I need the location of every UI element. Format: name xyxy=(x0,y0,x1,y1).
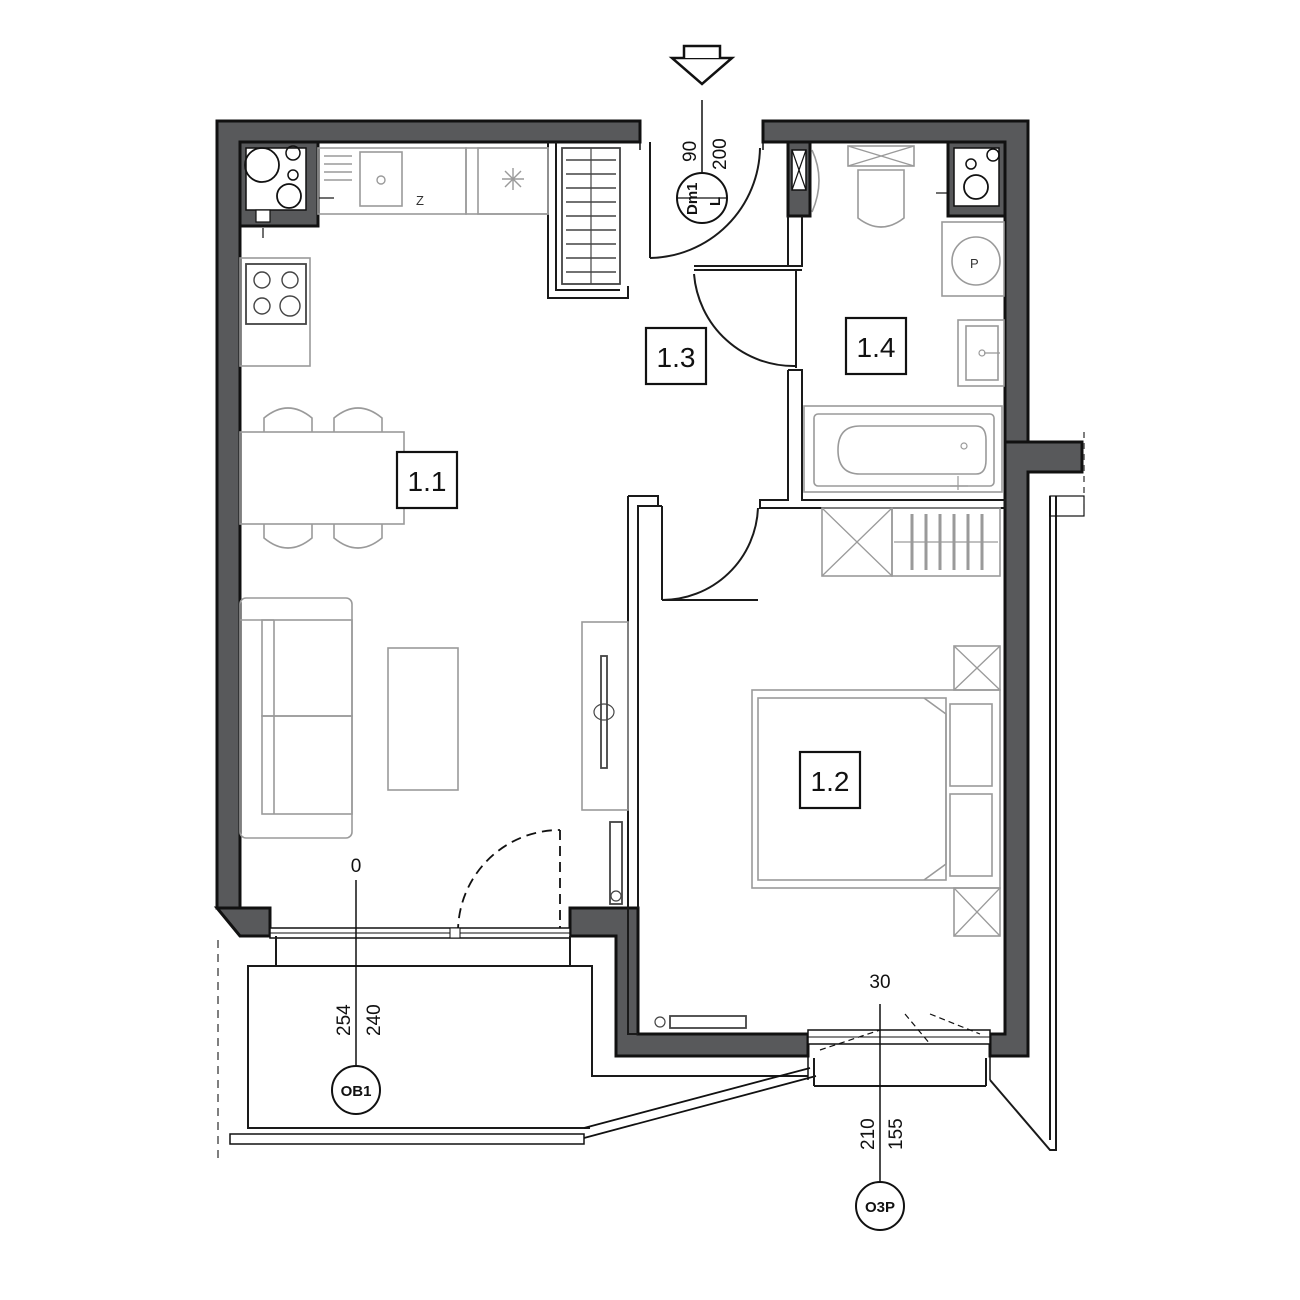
balcony-door-swing[interactable] xyxy=(457,829,561,935)
bedroom-door[interactable] xyxy=(661,507,759,602)
room-label-1-3: 1.3 xyxy=(644,326,708,386)
bathroom-door[interactable] xyxy=(693,270,797,368)
svg-text:L: L xyxy=(707,197,724,206)
bedroom-wardrobe xyxy=(821,507,1001,577)
dining-table xyxy=(239,407,405,549)
wall-bottom-left xyxy=(213,906,272,938)
double-bed xyxy=(751,645,1001,937)
svg-text:1.3: 1.3 xyxy=(657,342,696,373)
balcony-door-frame xyxy=(269,927,571,939)
svg-text:254: 254 xyxy=(334,1004,355,1036)
cooktop xyxy=(239,257,311,367)
svg-text:1.2: 1.2 xyxy=(811,766,850,797)
svg-text:155: 155 xyxy=(886,1118,907,1150)
svg-text:Dm1: Dm1 xyxy=(684,182,701,215)
window-annotation: 30 155 210 O3P xyxy=(855,972,907,1231)
fridge-mark: Z xyxy=(416,193,424,208)
tv-stand xyxy=(581,621,629,811)
dishwasher-icon xyxy=(502,168,524,190)
wardrobe-hall xyxy=(561,147,621,285)
coffee-table xyxy=(387,647,459,791)
svg-text:0: 0 xyxy=(351,856,362,877)
svg-text:200: 200 xyxy=(710,138,731,170)
room-label-1-2: 1.2 xyxy=(798,750,862,810)
wall-right-stub xyxy=(988,440,1084,1058)
svg-text:1.4: 1.4 xyxy=(857,332,896,363)
washer-mark: P xyxy=(970,256,979,271)
room-label-1-4: 1.4 xyxy=(844,316,908,376)
radiator-bedroom xyxy=(654,1015,747,1029)
radiator-living xyxy=(609,821,623,905)
entrance-arrow-icon xyxy=(668,44,736,86)
sofa xyxy=(239,597,353,839)
balcony xyxy=(217,432,1085,1160)
entrance-door-annotation: 90 200 Dm1 L xyxy=(676,100,731,224)
kitchen-counter: Z xyxy=(317,147,549,215)
svg-text:30: 30 xyxy=(869,972,890,993)
svg-text:90: 90 xyxy=(680,141,701,162)
window xyxy=(807,1013,991,1051)
wall-bottom-pier xyxy=(568,906,810,1058)
balcony-door-annotation: 0 254 240 OB1 xyxy=(331,856,385,1115)
partitions xyxy=(547,142,1006,1035)
svg-text:210: 210 xyxy=(858,1118,879,1150)
svg-text:1.1: 1.1 xyxy=(408,466,447,497)
svg-text:240: 240 xyxy=(364,1004,385,1036)
entrance-door[interactable] xyxy=(639,121,764,259)
svg-text:O3P: O3P xyxy=(865,1199,895,1216)
room-label-1-1: 1.1 xyxy=(395,450,459,510)
svg-text:OB1: OB1 xyxy=(341,1083,372,1100)
bathroom-fixtures: P xyxy=(803,145,1005,493)
